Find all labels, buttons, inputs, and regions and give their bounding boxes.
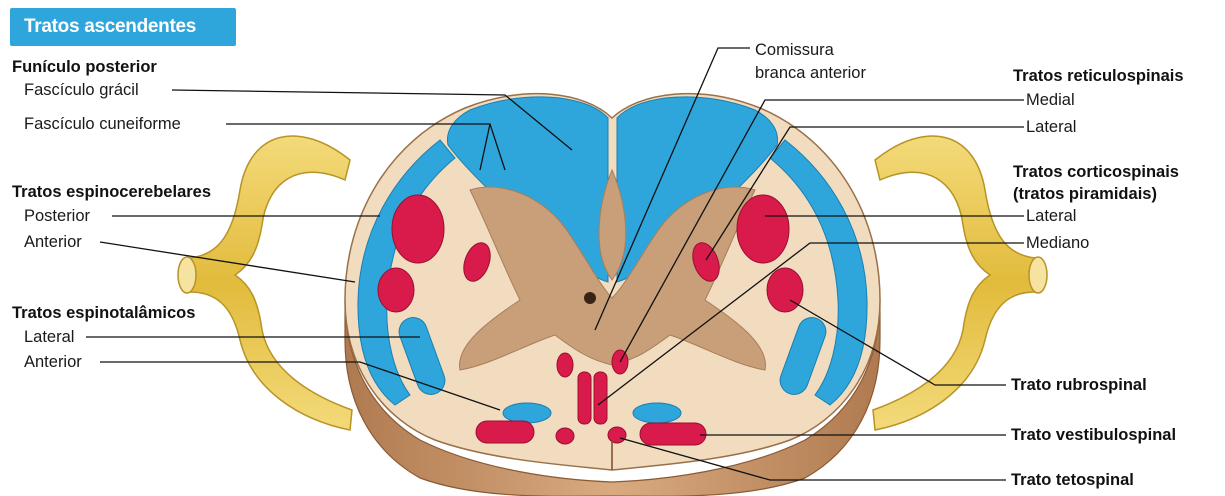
tectospinal-right xyxy=(608,427,626,443)
corticospinal-medial-right xyxy=(594,372,607,424)
vestibulospinal-left xyxy=(476,421,534,443)
banner-title: Tratos ascendentes xyxy=(24,16,196,38)
rubrospinal-right xyxy=(767,268,803,312)
central-canal xyxy=(584,292,596,304)
spinothalamic-anterior-right xyxy=(633,403,681,423)
spinocerebellar-anterior-label: Anterior xyxy=(24,232,82,252)
rubrospinal-left xyxy=(378,268,414,312)
corticospinal-lateral-left xyxy=(392,195,444,263)
corticospinal-lateral-right xyxy=(737,195,789,263)
posterior-funiculus-heading: Funículo posterior xyxy=(12,57,157,77)
commissure-label-line1: Comissura xyxy=(755,40,834,60)
corticospinal-subheading: (tratos piramidais) xyxy=(1013,184,1157,204)
reticulospinal-medial-left xyxy=(557,353,573,377)
corticospinal-medial-left xyxy=(578,372,591,424)
spinothalamic-anterior-label: Anterior xyxy=(24,352,82,372)
fasciculus-cuneatus-label: Fascículo cuneiforme xyxy=(24,114,181,134)
vestibulospinal-label: Trato vestibulospinal xyxy=(1011,425,1176,445)
spinothalamic-heading: Tratos espinotalâmicos xyxy=(12,303,195,323)
spinothalamic-lateral-label: Lateral xyxy=(24,327,74,347)
rubrospinal-label: Trato rubrospinal xyxy=(1011,375,1147,395)
commissure-label-line2: branca anterior xyxy=(755,63,866,83)
reticulospinal-lateral-label: Lateral xyxy=(1026,117,1076,137)
corticospinal-median-label: Mediano xyxy=(1026,233,1089,253)
left-nerve-root xyxy=(178,136,352,430)
corticospinal-lateral-label: Lateral xyxy=(1026,206,1076,226)
reticulospinal-heading: Tratos reticulospinais xyxy=(1013,66,1184,86)
spinocerebellar-heading: Tratos espinocerebelares xyxy=(12,182,211,202)
spinocerebellar-posterior-label: Posterior xyxy=(24,206,90,226)
spinothalamic-anterior-left xyxy=(503,403,551,423)
tectospinal-left xyxy=(556,428,574,444)
section-banner: Tratos ascendentes xyxy=(10,8,236,46)
tectospinal-label: Trato tetospinal xyxy=(1011,470,1134,490)
vestibulospinal-right xyxy=(640,423,706,445)
corticospinal-heading: Tratos corticospinais xyxy=(1013,162,1179,182)
reticulospinal-medial-label: Medial xyxy=(1026,90,1075,110)
fasciculus-gracilis-label: Fascículo grácil xyxy=(24,80,139,100)
